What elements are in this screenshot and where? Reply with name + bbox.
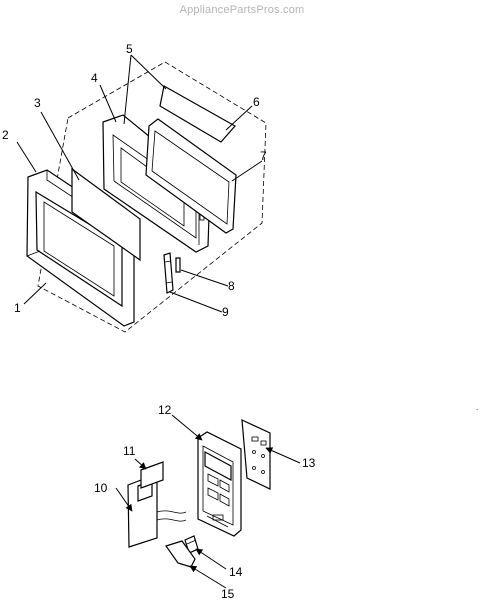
- callout-9: 9: [222, 305, 229, 319]
- callout-10: 10: [94, 481, 108, 495]
- leader-1: [23, 282, 47, 305]
- callout-3: 3: [34, 96, 41, 110]
- leader-14: [195, 548, 227, 570]
- leader-9: [169, 291, 223, 313]
- leader-12: [171, 414, 203, 441]
- callout-14: 14: [229, 565, 243, 579]
- callout-5: 5: [126, 42, 133, 56]
- leader-13: [265, 447, 301, 464]
- callout-1: 1: [14, 301, 21, 315]
- leader-15: [189, 565, 227, 589]
- leader-3: [40, 111, 80, 181]
- door-glass: [71, 167, 141, 262]
- callout-7: 7: [260, 149, 267, 163]
- leader-5a: [123, 54, 132, 125]
- leader-5b: [130, 54, 167, 90]
- callout-13: 13: [302, 456, 316, 470]
- assembly-outline: [37, 61, 267, 333]
- callout-4: 4: [91, 71, 98, 85]
- leader-7: [231, 160, 263, 182]
- leader-6: [225, 105, 253, 131]
- circuit-board: [241, 419, 271, 490]
- latch-bracket: [163, 252, 174, 294]
- door-assembly: 2 3 4 5 6 7 8 9 1: [2, 42, 267, 333]
- leader-4: [99, 84, 117, 123]
- callout-2: 2: [2, 128, 9, 142]
- door-seal: [145, 118, 237, 234]
- edge-mark: .: [476, 403, 478, 412]
- watermark: AppliancePartsPros.com: [179, 4, 305, 16]
- keypad-label: [140, 461, 164, 489]
- latch-pin: [175, 257, 181, 273]
- control-panel-assembly: 12 13 11 10 14 15: [94, 403, 316, 600]
- callout-6: 6: [253, 95, 260, 109]
- release-button: [165, 540, 196, 568]
- leader-11: [134, 458, 147, 470]
- callout-12: 12: [158, 403, 172, 417]
- leader-8: [180, 269, 229, 287]
- callout-15: 15: [221, 587, 235, 600]
- leader-2: [16, 141, 37, 173]
- callout-8: 8: [228, 279, 235, 293]
- callout-11: 11: [123, 444, 136, 458]
- membrane-keypad: [127, 473, 187, 548]
- control-panel-housing: [197, 431, 242, 537]
- leader-10: [115, 487, 133, 512]
- label-sheet: [159, 85, 236, 143]
